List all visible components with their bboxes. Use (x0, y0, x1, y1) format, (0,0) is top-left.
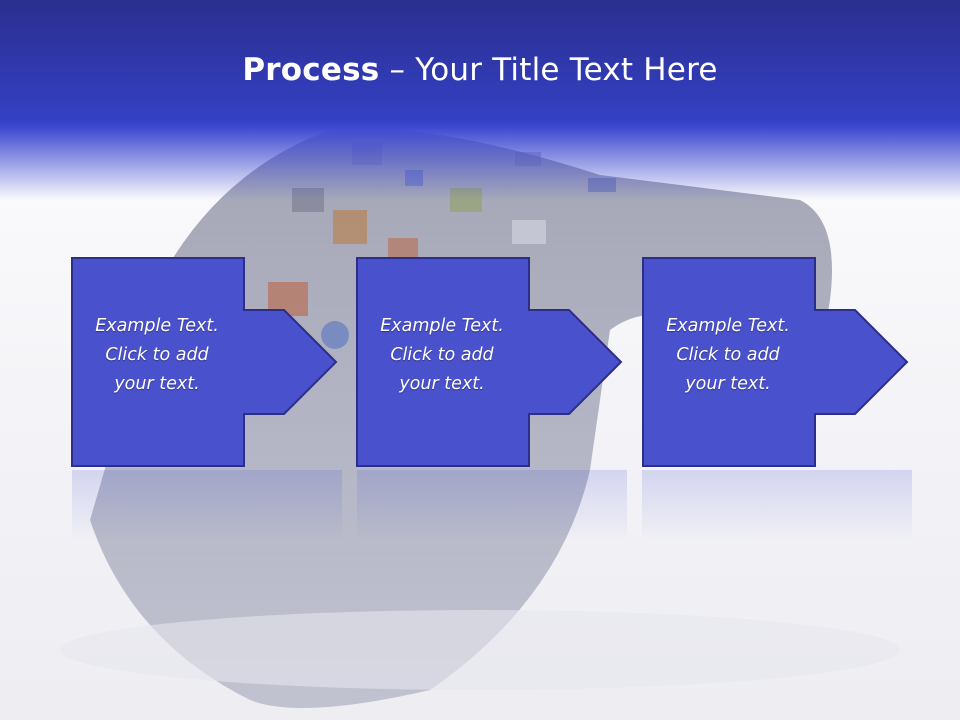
step-1-text[interactable]: Example Text. Click to add your text. (76, 312, 238, 399)
step-3-text[interactable]: Example Text. Click to add your text. (647, 312, 809, 399)
step-2-arrow-box (356, 257, 623, 467)
step-1-line-1: Example Text. (95, 316, 219, 336)
step-1-reflection (72, 470, 342, 550)
step-2-line-3: your text. (399, 374, 485, 394)
process-step-3[interactable]: Example Text. Click to add your text. (641, 256, 911, 468)
step-2-line-2: Click to add (390, 345, 494, 365)
step-1-line-2: Click to add (105, 345, 209, 365)
step-1-arrow-box (71, 257, 338, 467)
step-2-text[interactable]: Example Text. Click to add your text. (361, 312, 523, 399)
step-3-arrow-box (642, 257, 909, 467)
title-rest: – Your Title Text Here (379, 52, 718, 88)
page-title: Process – Your Title Text Here (0, 52, 960, 88)
title-bold: Process (242, 52, 380, 88)
process-step-1[interactable]: Example Text. Click to add your text. (70, 256, 340, 468)
step-3-line-3: your text. (685, 374, 771, 394)
process-step-2[interactable]: Example Text. Click to add your text. (355, 256, 625, 468)
step-2-reflection (357, 470, 627, 550)
step-3-line-2: Click to add (676, 345, 780, 365)
title-bar (0, 0, 960, 200)
step-1-line-3: your text. (114, 374, 200, 394)
step-3-reflection (642, 470, 912, 550)
step-2-line-1: Example Text. (380, 316, 504, 336)
step-3-line-1: Example Text. (666, 316, 790, 336)
